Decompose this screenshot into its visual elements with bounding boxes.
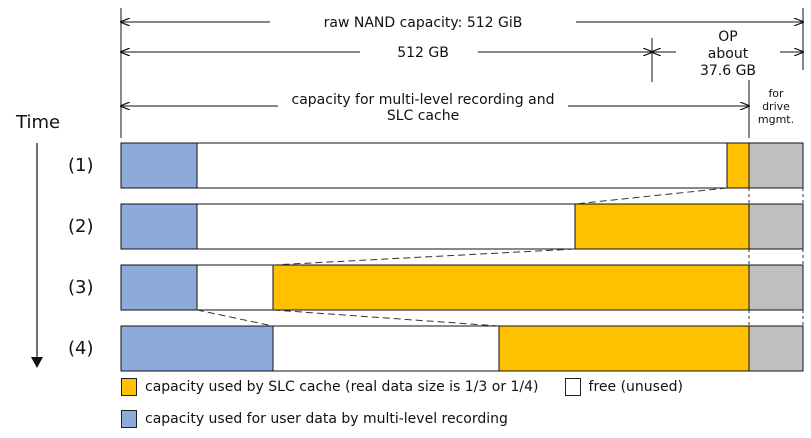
row-2-free-block bbox=[196, 203, 576, 250]
mgmt-boundary-dashes bbox=[748, 188, 804, 326]
slc-swatch bbox=[121, 378, 137, 396]
row-1-bar bbox=[120, 142, 804, 189]
multi-level-label-line1: capacity for multi-level recording and bbox=[292, 92, 555, 108]
row-4-user-block bbox=[120, 325, 274, 372]
row-3-free-block bbox=[196, 264, 274, 311]
drive-mgmt-label-line1: for bbox=[768, 87, 784, 100]
multi-level-label-line2: SLC cache bbox=[387, 108, 459, 124]
legend-row-1: capacity used by SLC cache (real data si… bbox=[121, 378, 683, 396]
row-3-user-block bbox=[120, 264, 198, 311]
time-arrow bbox=[31, 143, 43, 368]
row-1-user-block bbox=[120, 142, 198, 189]
row-3-bar bbox=[120, 264, 804, 311]
legend-slc-text: capacity used by SLC cache (real data si… bbox=[145, 379, 539, 395]
row-4-mgmt-block bbox=[748, 325, 804, 372]
time-label: Time bbox=[16, 112, 61, 133]
drive-mgmt-dimension: for drive mgmt. bbox=[758, 87, 794, 126]
legend-user-text: capacity used for user data by multi-lev… bbox=[145, 411, 508, 427]
op-label-line2: about bbox=[708, 46, 749, 62]
op-dimension: OP about 37.6 GB bbox=[652, 29, 803, 79]
legend-free-text: free (unused) bbox=[588, 379, 683, 395]
row-2-slc-block bbox=[574, 203, 750, 250]
multi-level-dimension: capacity for multi-level recording and S… bbox=[121, 92, 749, 124]
row-2-user-block bbox=[120, 203, 198, 250]
legend-row-2: capacity used for user data by multi-lev… bbox=[121, 410, 508, 428]
raw-capacity-dimension: raw NAND capacity: 512 GiB bbox=[121, 15, 803, 31]
drive-mgmt-label-line3: mgmt. bbox=[758, 113, 794, 126]
transition-lines bbox=[196, 187, 728, 327]
row-3-mgmt-block bbox=[748, 264, 804, 311]
free-swatch bbox=[564, 378, 581, 396]
row-4-free-block bbox=[272, 325, 500, 372]
row-3-slc-block bbox=[272, 264, 750, 311]
drive-mgmt-label-line2: drive bbox=[762, 100, 790, 113]
row-1-label: (1) bbox=[68, 155, 94, 176]
row-4-bar bbox=[120, 325, 804, 372]
op-label-line1: OP bbox=[718, 29, 737, 45]
row-4-label: (4) bbox=[68, 338, 94, 359]
row-1-slc-block bbox=[726, 142, 750, 189]
user-swatch bbox=[121, 410, 137, 428]
row-1-free-block bbox=[196, 142, 728, 189]
gb-capacity-label: 512 GB bbox=[397, 45, 449, 61]
raw-capacity-label: raw NAND capacity: 512 GiB bbox=[324, 15, 523, 31]
row-2-label: (2) bbox=[68, 216, 94, 237]
row-3-label: (3) bbox=[68, 277, 94, 298]
op-label-line3: 37.6 GB bbox=[700, 63, 756, 79]
row-2-mgmt-block bbox=[748, 203, 804, 250]
row-4-slc-block bbox=[498, 325, 750, 372]
row-2-bar bbox=[120, 203, 804, 250]
row-1-mgmt-block bbox=[748, 142, 804, 189]
gb-capacity-dimension: 512 GB bbox=[121, 45, 652, 61]
